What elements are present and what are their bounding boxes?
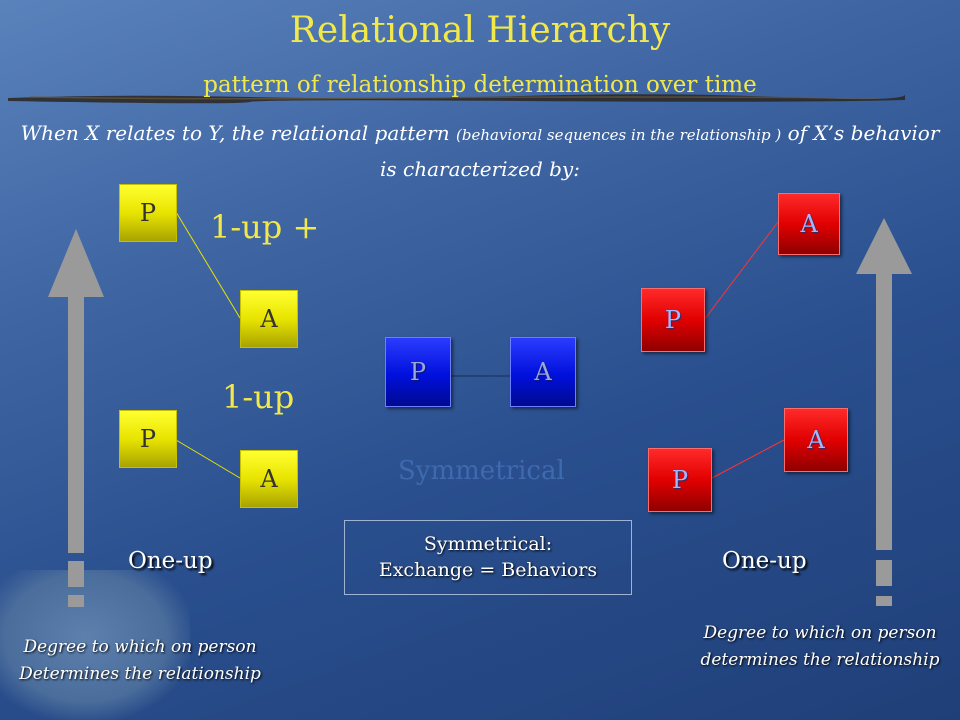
up-arrow-left-icon: [48, 229, 104, 607]
right-lower-a-box: A: [784, 408, 848, 472]
connector-left-upper: [175, 211, 241, 319]
left-degree-line2: Determines the relationship: [19, 664, 261, 684]
up-arrow-right-icon: [856, 218, 912, 606]
description-part1: When X relates to Y, the relational patt…: [20, 121, 456, 145]
right-degree-line2: determines the relationship: [700, 650, 940, 670]
symmetrical-box-line1: Symmetrical:: [423, 533, 553, 555]
connector-left-lower: [175, 439, 241, 479]
description-part3: of X’s behavior is characterized by:: [380, 121, 940, 181]
right-upper-a-box: A: [778, 193, 840, 255]
right-upper-p-box: P: [641, 288, 705, 352]
page-subtitle: pattern of relationship determination ov…: [203, 72, 757, 98]
level-label-1up-plus: 1-up +: [210, 208, 320, 246]
brush-stroke-divider: [8, 94, 905, 104]
right-degree-caption: Degree to which on person determines the…: [680, 620, 960, 674]
right-one-up-label: One-up: [722, 548, 807, 574]
left-one-up-label: One-up: [128, 548, 213, 574]
symmetrical-ghost-label: Symmetrical: [398, 456, 565, 486]
connector-right-lower: [711, 439, 785, 479]
description-part2: (behavioral sequences in the relationshi…: [455, 126, 782, 144]
left-upper-p-box: P: [119, 184, 177, 242]
center-a-box: A: [510, 337, 576, 407]
left-upper-a-box: A: [240, 290, 298, 348]
left-lower-a-box: A: [240, 450, 298, 508]
right-lower-p-box: P: [648, 448, 712, 512]
symmetrical-box-line2: Exchange = Behaviors: [378, 559, 598, 581]
connector-right-upper: [703, 221, 779, 321]
level-label-1up: 1-up: [222, 378, 295, 416]
description-text: When X relates to Y, the relational patt…: [20, 116, 940, 186]
left-lower-p-box: P: [119, 410, 177, 468]
center-p-box: P: [385, 337, 451, 407]
right-degree-line1: Degree to which on person: [703, 623, 937, 643]
symmetrical-definition-box: Symmetrical: Exchange = Behaviors: [344, 520, 632, 595]
left-degree-caption: Degree to which on person Determines the…: [0, 634, 280, 688]
page-title: Relational Hierarchy: [289, 10, 671, 51]
decorative-rock-patch: [0, 570, 190, 720]
left-degree-line1: Degree to which on person: [23, 637, 257, 657]
